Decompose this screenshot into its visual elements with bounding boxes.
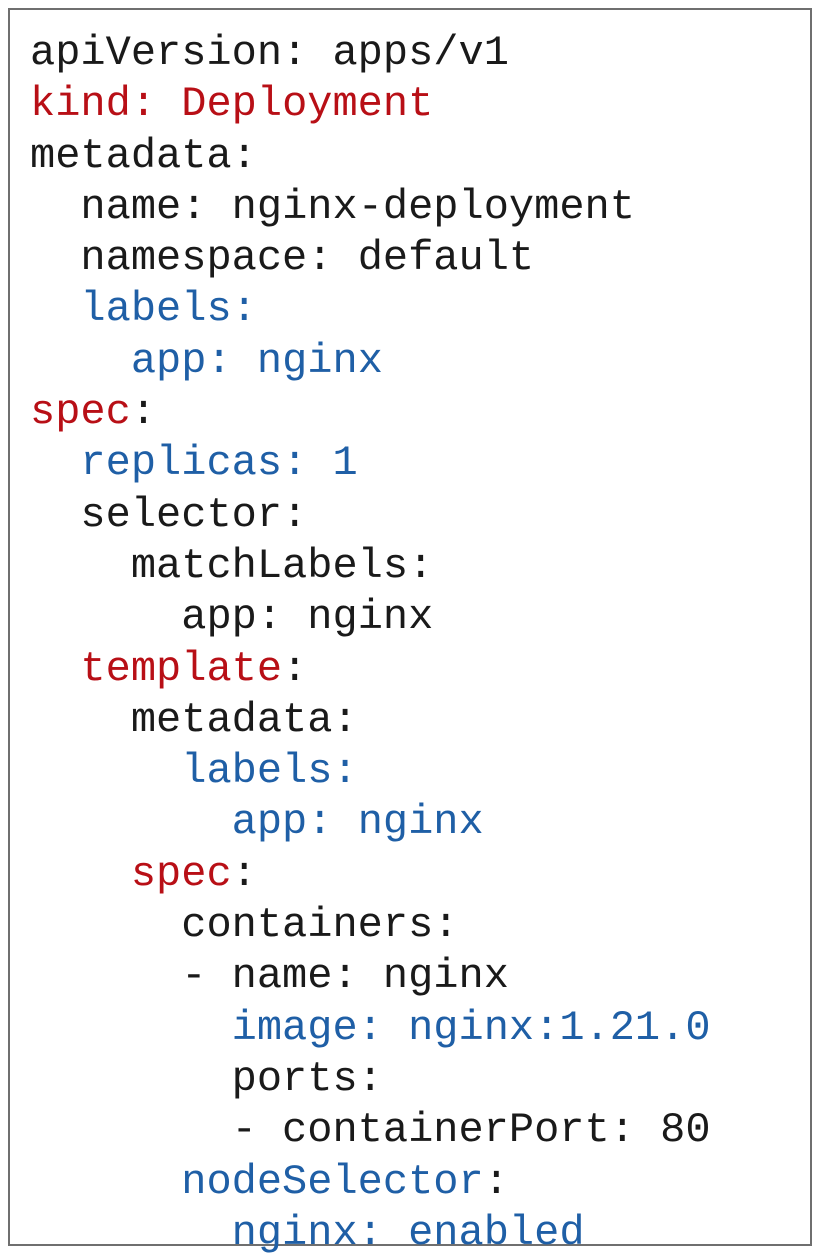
yaml-separator: : (282, 644, 308, 693)
yaml-key: spec (30, 388, 131, 437)
yaml-separator: : (130, 80, 182, 129)
yaml-key: containers (181, 901, 434, 950)
yaml-key: - containerPort (231, 1106, 610, 1155)
yaml-separator: : (282, 490, 308, 539)
yaml-value: Deployment (181, 80, 434, 129)
yaml-separator: : (357, 1208, 409, 1257)
yaml-value: default (357, 234, 535, 283)
yaml-separator: : (332, 695, 358, 744)
yaml-value: nginx:1.21.0 (408, 1003, 711, 1052)
yaml-key: nodeSelector (181, 1157, 484, 1206)
yaml-separator: : (332, 747, 358, 796)
yaml-key: app (181, 593, 257, 642)
code-line: app: nginx (30, 336, 711, 387)
yaml-key: name (80, 182, 182, 231)
code-line: metadata: (30, 131, 711, 182)
yaml-separator: : (307, 234, 358, 283)
yaml-key: apiVersion (30, 29, 283, 77)
code-line: spec: (30, 387, 711, 438)
yaml-separator: : (231, 131, 257, 180)
code-line: namespace: default (30, 233, 711, 284)
code-line: app: nginx (30, 797, 711, 848)
code-line: image: nginx:1.21.0 (30, 1003, 711, 1054)
code-line: apiVersion: apps/v1 (30, 28, 711, 79)
yaml-value: nginx (307, 593, 434, 642)
yaml-key: replicas (80, 439, 283, 488)
code-line: - name: nginx (30, 951, 711, 1002)
code-line: - containerPort: 80 (30, 1105, 711, 1156)
yaml-value: nginx (256, 336, 383, 385)
code-line: matchLabels: (30, 541, 711, 592)
yaml-value: enabled (408, 1208, 585, 1257)
code-line: name: nginx-deployment (30, 182, 711, 233)
yaml-separator: : (206, 336, 257, 385)
yaml-key: kind (30, 80, 131, 129)
yaml-separator: : (130, 388, 157, 437)
yaml-separator: : (282, 29, 333, 77)
code-line: template: (30, 644, 711, 695)
yaml-value: 1 (332, 439, 358, 488)
yaml-key: app (130, 336, 207, 385)
yaml-separator: : (231, 285, 257, 334)
code-line: metadata: (30, 695, 711, 746)
yaml-value: nginx (382, 952, 509, 1001)
yaml-key: labels (80, 285, 232, 334)
yaml-key: image (231, 1003, 358, 1052)
yaml-separator: : (357, 1054, 383, 1103)
yaml-separator: : (256, 593, 308, 642)
yaml-key: nginx (231, 1208, 358, 1257)
code-line: replicas: 1 (30, 438, 711, 489)
yaml-value: apps/v1 (332, 29, 509, 77)
yaml-key: namespace (80, 234, 308, 283)
yaml-key: spec (130, 849, 232, 898)
code-line: ports: (30, 1054, 711, 1105)
yaml-separator: : (332, 952, 383, 1001)
yaml-key: metadata (130, 695, 333, 744)
code-line: labels: (30, 746, 711, 797)
yaml-separator: : (282, 439, 333, 488)
code-line: app: nginx (30, 592, 711, 643)
yaml-key: matchLabels (130, 541, 409, 590)
yaml-key: metadata (30, 131, 232, 180)
code-line: labels: (30, 284, 711, 335)
code-line: nginx: enabled (30, 1208, 711, 1259)
yaml-key: app (231, 798, 308, 847)
code-line: nodeSelector: (30, 1157, 711, 1208)
code-line: containers: (30, 900, 711, 951)
yaml-key: selector (80, 490, 283, 539)
yaml-separator: : (181, 182, 232, 231)
yaml-key: ports (231, 1054, 358, 1103)
yaml-separator: : (357, 1003, 409, 1052)
yaml-key: template (80, 644, 283, 693)
yaml-separator: : (609, 1106, 661, 1155)
code-line: spec: (30, 849, 711, 900)
yaml-separator: : (433, 901, 459, 950)
yaml-key: - name (181, 952, 333, 1001)
yaml-value: nginx-deployment (231, 182, 635, 231)
yaml-value: nginx (357, 798, 484, 847)
code-line: kind: Deployment (30, 79, 711, 130)
code-line: selector: (30, 490, 711, 541)
yaml-value: 80 (660, 1106, 711, 1155)
yaml-separator: : (408, 541, 434, 590)
yaml-key: labels (181, 747, 333, 796)
yaml-separator: : (307, 798, 358, 847)
yaml-separator: : (231, 849, 257, 898)
yaml-separator: : (483, 1157, 509, 1206)
